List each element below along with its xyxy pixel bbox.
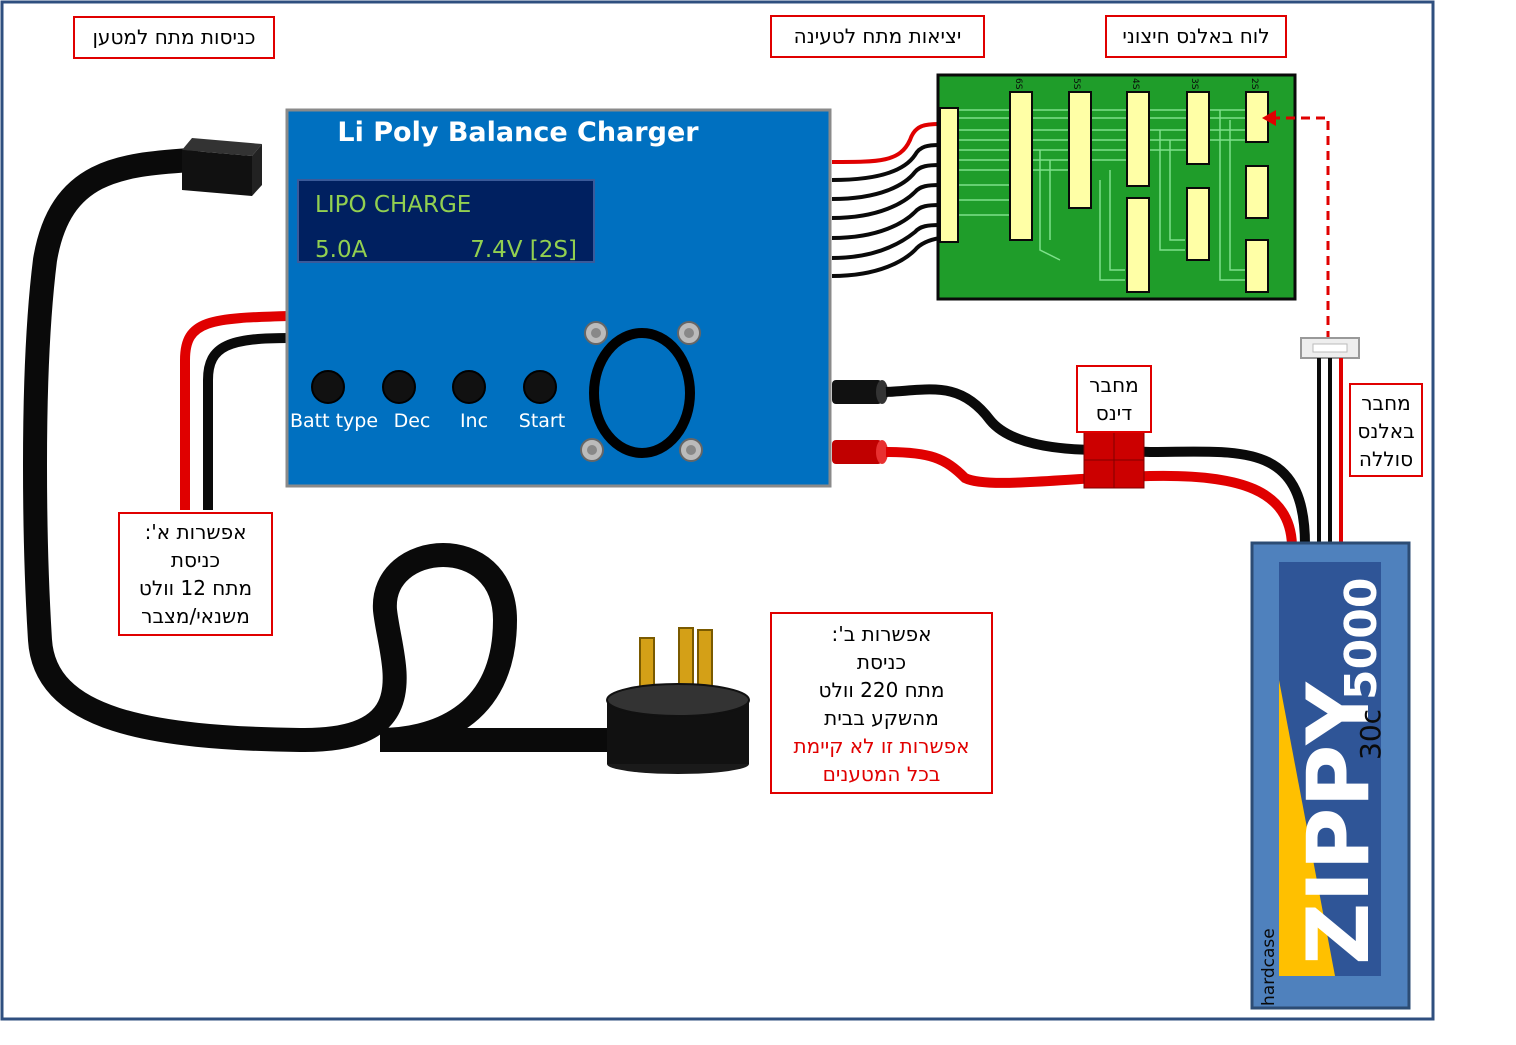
slot-label-6s: 6S <box>1013 78 1023 90</box>
slot-6s <box>1009 91 1033 241</box>
start-button[interactable] <box>523 370 557 404</box>
slot-labels: 6S 5S 4S 3S 2S <box>1013 78 1259 90</box>
inc-label: Inc <box>460 410 488 432</box>
charge-outputs-label: יציאות מתח לטעינה <box>770 15 985 58</box>
main-red-lead <box>885 447 1297 546</box>
slot-3s-b <box>1186 187 1210 261</box>
dec-label: Dec <box>394 410 431 432</box>
battery-rating: 30c <box>1354 709 1387 760</box>
battery-brand: ZIPPY <box>1289 681 1389 965</box>
slot-4s-a <box>1126 91 1150 187</box>
charger-body <box>285 108 832 488</box>
screw-icon <box>679 438 703 462</box>
charger-buttons: Batt type Dec Inc Start <box>290 370 565 432</box>
batt-type-label: Batt type <box>290 410 378 432</box>
slot-label-3s: 3S <box>1189 78 1199 90</box>
dc-input-black-wire <box>203 333 291 510</box>
slot-label-2s: 2S <box>1249 78 1259 90</box>
balance-board <box>936 73 1297 301</box>
battery-balance-lead <box>1317 358 1343 545</box>
battery-yellow-stripe <box>1279 680 1335 976</box>
option-b-note-line1: אפשרות זו לא קיימת <box>793 734 970 758</box>
main-black-lead <box>885 384 1310 546</box>
option-a-label: אפשרות א': כניסת מתח 12 וולט משנאי/מצבר <box>118 512 273 636</box>
screw-icon <box>584 321 608 345</box>
deans-connector-label: מחבר דינס <box>1076 365 1152 433</box>
start-label: Start <box>519 410 565 432</box>
slot-2s-c <box>1245 239 1269 293</box>
charger-title: Li Poly Balance Charger <box>337 117 699 148</box>
option-b-label: אפשרות ב': כניסת מתח 220 וולט מהשקע בבית… <box>770 612 993 794</box>
slot-label-5s: 5S <box>1071 78 1081 90</box>
option-b-note-line2: בכל המטענים <box>822 762 941 786</box>
batt-type-button[interactable] <box>311 370 345 404</box>
balance-output-wires <box>831 122 941 278</box>
battery-capacity: 5000 <box>1336 578 1387 700</box>
screw-icon <box>677 321 701 345</box>
charge-output-red-socket <box>832 440 888 464</box>
slot-4s-b <box>1126 197 1150 293</box>
battery-balance-plug <box>1300 337 1360 359</box>
battery-case-label: hardcase <box>1259 928 1279 1006</box>
display-mode-text: LIPO CHARGE <box>315 192 471 218</box>
ac-wall-plug <box>606 627 750 774</box>
external-balance-label: לוח באלנס חיצוני <box>1105 15 1287 58</box>
ac-power-cable <box>23 148 632 753</box>
charger-display <box>297 179 595 263</box>
slot-5s <box>1068 91 1092 209</box>
inc-button[interactable] <box>452 370 486 404</box>
board-input-header <box>939 107 959 243</box>
dc-input-red-wire <box>180 311 291 510</box>
display-voltage-text: 7.4V [2S] <box>470 237 577 263</box>
cooling-fan <box>580 321 703 462</box>
display-current-text: 5.0A <box>315 237 368 263</box>
screw-icon <box>580 438 604 462</box>
balance-connector-label: מחבר באלנס סוללה <box>1349 383 1423 477</box>
slot-2s-b <box>1245 165 1269 219</box>
balance-slots <box>1009 91 1269 293</box>
deans-connector <box>1083 431 1145 489</box>
slot-label-4s: 4S <box>1130 78 1140 90</box>
arrowhead-icon <box>1262 110 1276 126</box>
dec-button[interactable] <box>382 370 416 404</box>
board-traces <box>958 109 1250 281</box>
input-power-label: כניסות מתח למטען <box>73 16 275 59</box>
slot-3s-a <box>1186 91 1210 165</box>
power-cable-connector <box>182 138 262 196</box>
charge-output-black-socket <box>832 380 888 404</box>
balance-plug-arrow <box>1272 116 1330 340</box>
